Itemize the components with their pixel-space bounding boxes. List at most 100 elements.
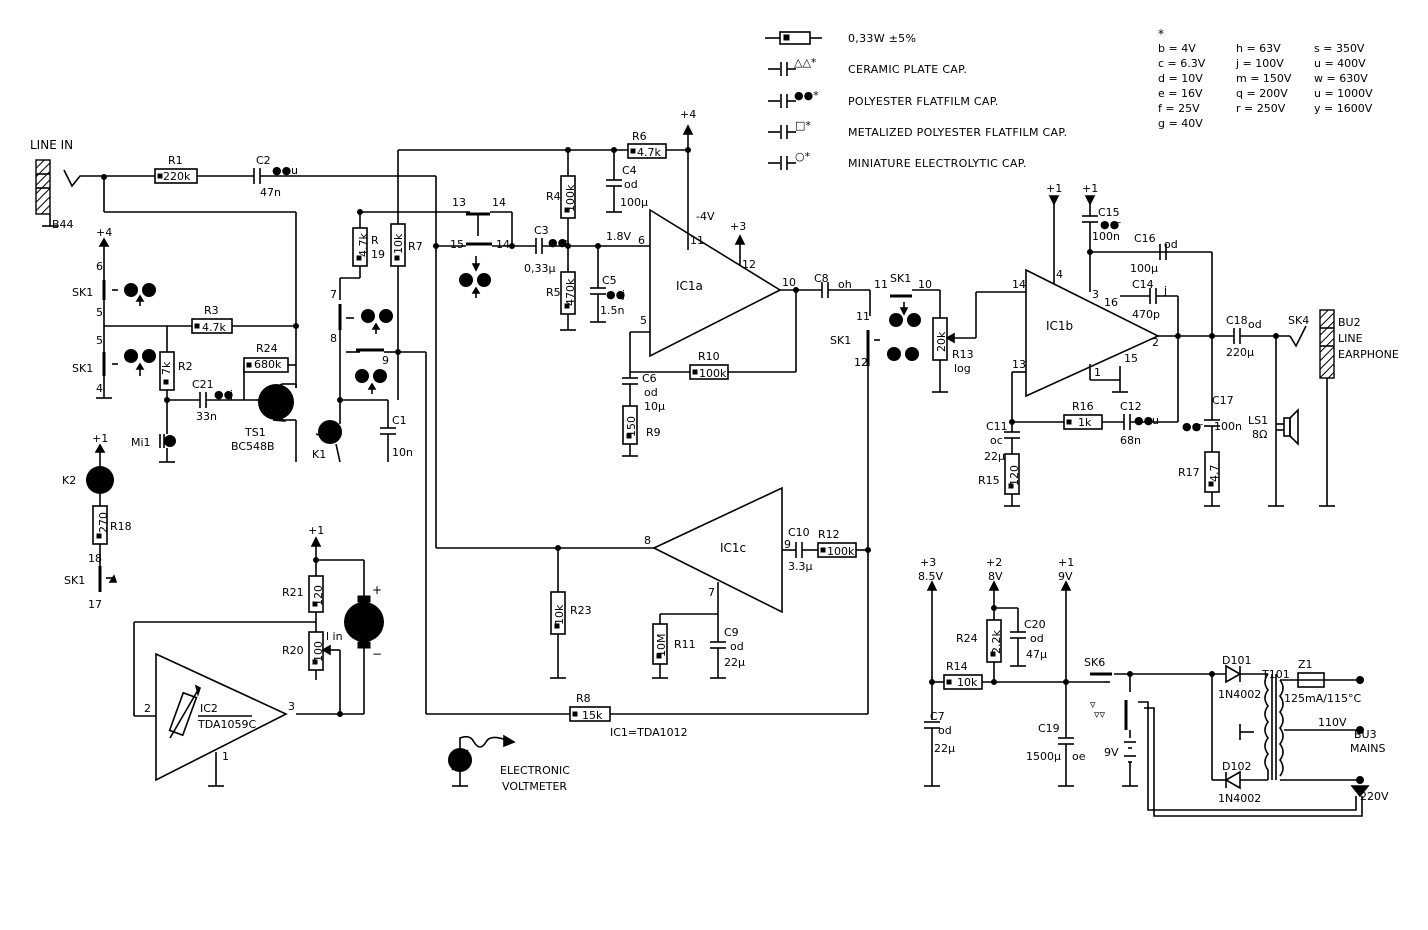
ic1b-pin15: 15 (1124, 352, 1138, 365)
c6-label: C6 (642, 372, 657, 385)
c1-label: C1 (392, 414, 407, 427)
c19-label: C19 (1038, 722, 1060, 735)
ls1-label: LS1 (1248, 414, 1268, 427)
ic1b-pin14: 14 (1012, 278, 1026, 291)
ic1b-triangle (1025, 268, 1160, 398)
p3-label-ic1a: +3 (730, 220, 746, 233)
legend: 0,33W ±5% △△* CERAMIC PLATE CAP. ●●* POL… (765, 27, 1373, 170)
c2-type: u (291, 164, 298, 177)
speaker-ls1 (1276, 408, 1299, 446)
sk1-pin9: 9 (382, 354, 389, 367)
sk1-pin17: 17 (88, 598, 102, 611)
r24a-label: R24 (256, 342, 278, 355)
svg-text:●●*: ●●* (794, 89, 819, 102)
mic-mi1 (159, 430, 176, 463)
ic2-label: IC2 (200, 702, 218, 715)
r16-value: 1k (1078, 416, 1092, 429)
sk1-pin14a: 14 (492, 196, 506, 209)
voltage-code-1-1: j = 100V (1235, 57, 1284, 70)
z1-label: Z1 (1298, 658, 1313, 671)
svg-text:−: − (372, 647, 382, 661)
c19-type: oe (1072, 750, 1086, 763)
sk1-pin10: 10 (918, 278, 932, 291)
lamp-k2 (86, 466, 114, 494)
c3-value: 0,33µ (524, 262, 556, 275)
d101-value: 1N4002 (1218, 688, 1261, 701)
sk1-pin11b: 11 (856, 310, 870, 323)
c15-value: 100n (1092, 230, 1120, 243)
legend-electrolytic-text: MINIATURE ELECTROLYTIC CAP. (848, 157, 1027, 170)
voltage-code-4-1: r = 250V (1236, 102, 1286, 115)
voltage-code-1-2: u = 400V (1314, 57, 1366, 70)
c18-type: od (1248, 318, 1262, 331)
p1-label-psu: +1 (1058, 556, 1074, 569)
sk1-pin5b: 5 (96, 334, 103, 347)
c8-type: oh (838, 278, 852, 291)
r17-value: 4.7 (1208, 465, 1221, 483)
legend-ceramic-symbol: △△* (768, 56, 817, 76)
voltage-codes-star: * (1158, 27, 1164, 41)
r20-label: R20 (282, 644, 304, 657)
r24a-value: 680k (254, 358, 282, 371)
sk1-label-c: SK1 (64, 574, 85, 587)
p1-label-c15: +1 (1082, 182, 1098, 195)
ic1b-pin2: 2 (1152, 336, 1159, 349)
k2-label: K2 (62, 474, 76, 487)
r10-value: 100k (699, 367, 727, 380)
sk1-pin5a: 5 (96, 306, 103, 319)
v9-label: 9V (1058, 570, 1073, 583)
v18-label: 1.8V (606, 230, 631, 243)
voltage-code-0-1: h = 63V (1236, 42, 1281, 55)
r17-label: R17 (1178, 466, 1200, 479)
c17-label: C17 (1212, 394, 1234, 407)
m1-label: M1 (352, 615, 370, 629)
c15-type: r (1116, 218, 1121, 231)
c7-label: C7 (930, 710, 945, 723)
ts1-label: TS1 (244, 426, 266, 439)
r23-value: 10k (553, 604, 566, 625)
c18-value: 220µ (1226, 346, 1254, 359)
voltage-code-0-0: b = 4V (1158, 42, 1196, 55)
sk1-label-e: SK1 (830, 334, 851, 347)
svg-text:+: + (372, 583, 382, 597)
r13-label: R13 (952, 348, 974, 361)
ic1a-label: IC1a (676, 279, 703, 293)
r12-value: 100k (827, 545, 855, 558)
b44-label: B44 (52, 218, 74, 231)
ls1-value: 8Ω (1252, 428, 1267, 441)
r16-label: R16 (1072, 400, 1094, 413)
r5-label: R5 (546, 286, 561, 299)
r19-label-num: 19 (371, 248, 385, 261)
k1-label: K1 (312, 448, 326, 461)
r9-value: 150 (625, 416, 638, 437)
svg-text:●●: ●● (1100, 218, 1119, 231)
r7-label: R7 (408, 240, 423, 253)
p1-label-ic1b: +1 (1046, 182, 1062, 195)
r6-label: R6 (632, 130, 647, 143)
sk1-pin8: 8 (330, 332, 337, 345)
ic1a-section: C3 ●● r 0,33µ 1.8V 6 100k R4 470k R5 C5 … (524, 108, 822, 457)
r3-value: 4.7k (202, 321, 226, 334)
c3-label: C3 (534, 224, 549, 237)
ic1b-section: IC1b 14 13 +1 4 +1 C15 ●● r 100n 3 C16 o… (978, 182, 1399, 507)
r11-label: R11 (674, 638, 696, 651)
r1-value: 220k (163, 170, 191, 183)
sk1-pin7: 7 (330, 288, 337, 301)
c9-type: od (730, 640, 744, 653)
sk1-pin15: 15 (450, 238, 464, 251)
r12-label: R12 (818, 528, 840, 541)
c11-label: C11 (986, 420, 1008, 433)
ic1b-pin3: 3 (1092, 288, 1099, 301)
ic1b-pin13: 13 (1012, 358, 1026, 371)
c20-label: C20 (1024, 618, 1046, 631)
c17-value: 100n (1214, 420, 1242, 433)
ic1-type-label: IC1=TDA1012 (610, 726, 688, 739)
transistor-ts1 (256, 383, 297, 462)
bu3-mains: MAINS (1350, 742, 1385, 755)
legend-ceramic-text: CERAMIC PLATE CAP. (848, 63, 967, 76)
r9-label: R9 (646, 426, 661, 439)
r8-value: 15k (582, 709, 603, 722)
r5-value: 470k (564, 278, 577, 306)
ic1a-pin6: 6 (638, 234, 645, 247)
bu2-line: LINE (1338, 332, 1363, 345)
